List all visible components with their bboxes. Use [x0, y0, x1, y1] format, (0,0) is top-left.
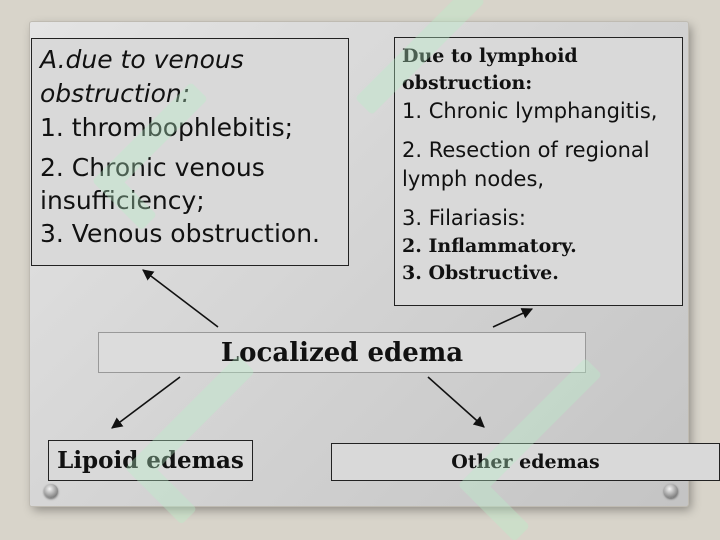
lymphoid-item: 2. Resection of regional lymph nodes, — [402, 138, 650, 191]
venous-heading: A.due to venous obstruction: — [40, 45, 244, 108]
screw-icon — [44, 484, 58, 498]
lymphoid-obstruction-box: Due to lymphoid obstruction: 1. Chronic … — [394, 37, 683, 306]
arrow-to-venous — [142, 269, 219, 328]
screw-icon — [664, 484, 678, 498]
venous-obstruction-box: A.due to venous obstruction: 1. thrombop… — [31, 38, 349, 266]
lymphoid-subitem: 3. Obstructive. — [402, 262, 559, 284]
venous-item: 2. Chronic venous insufficiency; — [40, 153, 265, 215]
arrow-to-other — [427, 376, 485, 428]
lymphoid-subitem: 2. Inflammatory. — [402, 235, 577, 257]
arrow-to-lymphoid — [492, 308, 534, 328]
other-edemas-label: Other edemas — [451, 451, 600, 473]
localized-edema-box: Localized edema — [98, 332, 586, 373]
venous-item: 1. thrombophlebitis; — [40, 113, 294, 142]
lymphoid-item: 3. Filariasis: — [402, 206, 526, 230]
other-edemas-box: Other edemas — [331, 443, 720, 481]
localized-edema-label: Localized edema — [220, 337, 464, 368]
lymphoid-item: 1. Chronic lymphangitis, — [402, 99, 658, 123]
venous-item: 3. Venous obstruction. — [40, 219, 320, 248]
lipoid-edemas-box: Lipoid edemas — [48, 440, 253, 481]
lipoid-edemas-label: Lipoid edemas — [57, 447, 244, 474]
arrow-to-lipoid — [111, 376, 181, 429]
lymphoid-heading: Due to lymphoid obstruction: — [402, 45, 578, 94]
